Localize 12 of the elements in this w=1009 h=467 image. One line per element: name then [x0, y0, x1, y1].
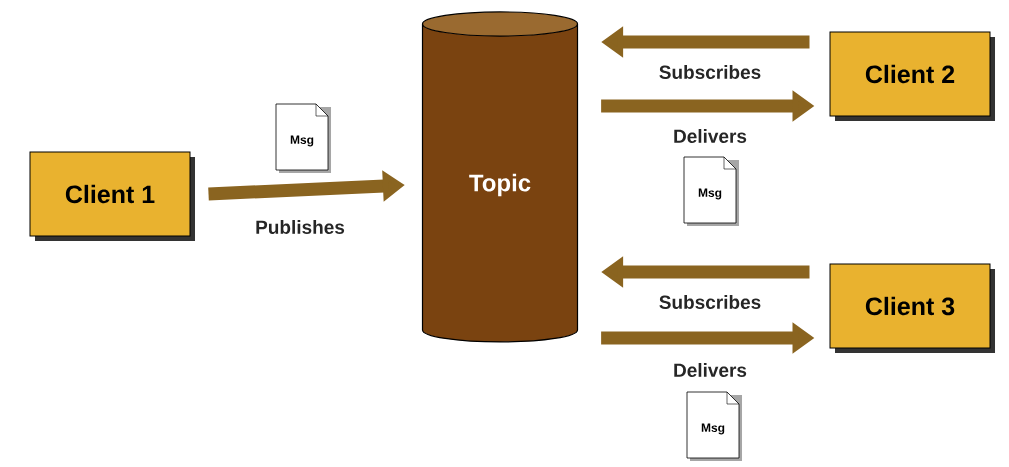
- edge-label: Publishes: [256, 220, 345, 234]
- message-document: Msg: [275, 103, 331, 173]
- edge-label: Subscribes: [659, 65, 761, 79]
- message-document: Msg: [683, 156, 739, 226]
- client-box: Client 2: [829, 31, 995, 121]
- client-box: Client 3: [829, 263, 995, 353]
- edge-label: Delivers: [674, 363, 747, 377]
- edge-label: Subscribes: [659, 295, 761, 309]
- message-document: Msg: [686, 391, 742, 461]
- edge-label: Delivers: [674, 129, 747, 143]
- client-box: Client 1: [29, 151, 195, 241]
- topic-cylinder: Topic: [421, 11, 579, 343]
